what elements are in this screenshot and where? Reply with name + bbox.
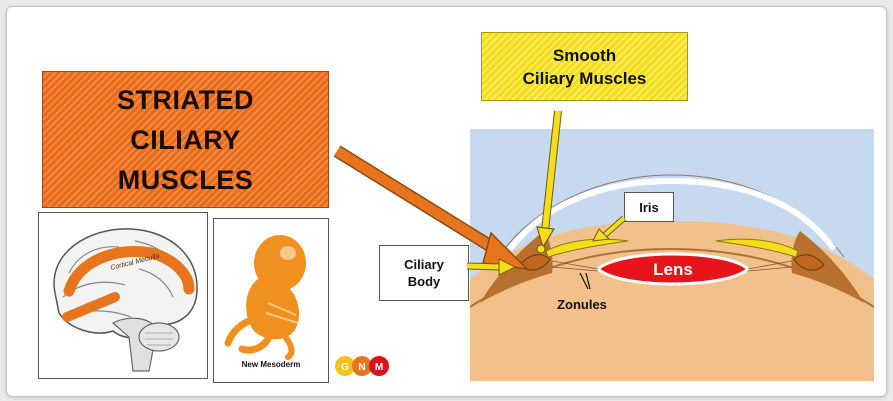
arrow-layer	[7, 7, 886, 396]
striated-arrow	[337, 151, 527, 269]
iris-arrow	[593, 218, 624, 241]
gnm-logo: G N M	[334, 352, 392, 380]
slide: STRIATED CILIARY MUSCLES Smooth Ciliary …	[6, 6, 887, 397]
logo-letter-n: N	[358, 362, 365, 373]
logo-letter-g: G	[341, 362, 349, 373]
smooth-arrow	[537, 111, 558, 253]
logo-letter-m: M	[375, 362, 383, 373]
